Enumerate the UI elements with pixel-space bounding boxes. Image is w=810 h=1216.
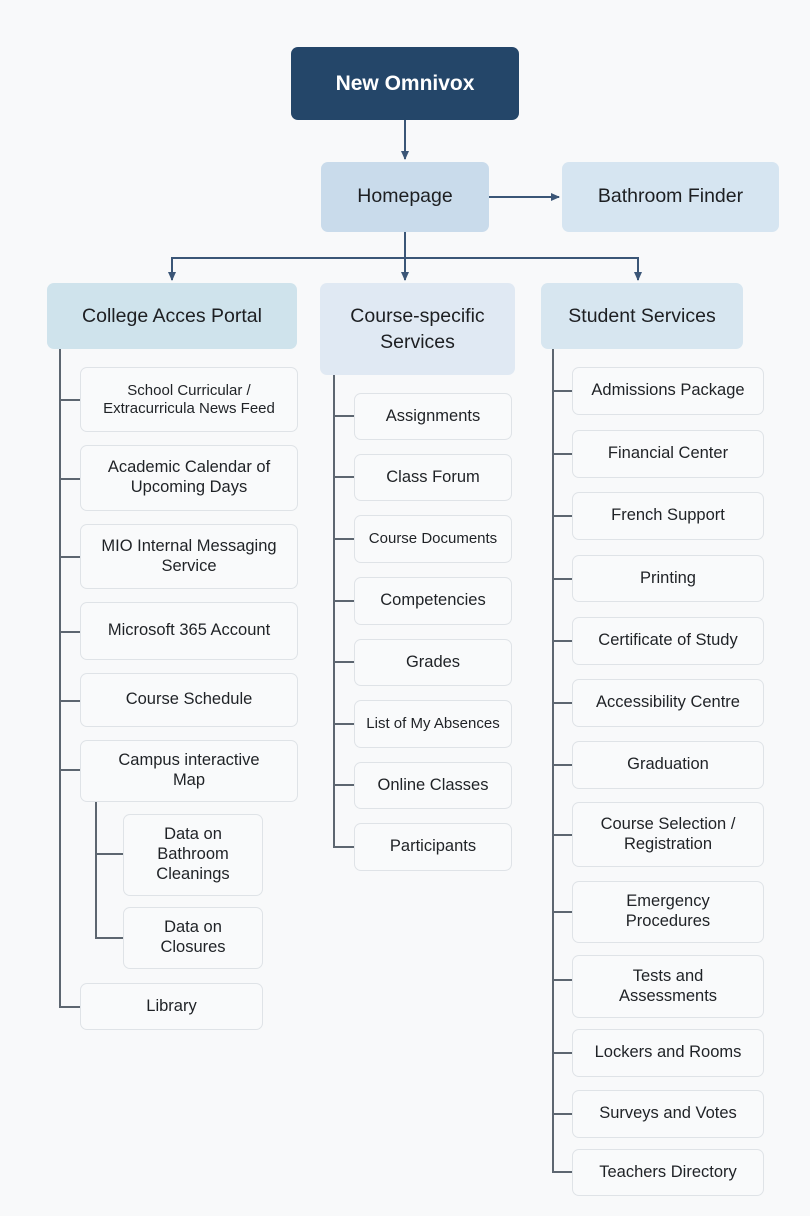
leaf-financial-center[interactable]: Financial Center	[572, 430, 764, 478]
leaf-academic-calendar[interactable]: Academic Calendar of Upcoming Days	[80, 445, 298, 511]
leaf-course-schedule[interactable]: Course Schedule	[80, 673, 298, 727]
leaf-assignments[interactable]: Assignments	[354, 393, 512, 440]
trunk-campus-map	[95, 802, 123, 939]
leaf-label: Data on Closures	[160, 918, 226, 956]
leaf-label: Course Documents	[368, 530, 498, 547]
leaf-microsoft-365[interactable]: Microsoft 365 Account	[80, 602, 298, 660]
category-label: Student Services	[568, 304, 716, 327]
category-label: Course-specific Services	[350, 304, 485, 353]
leaf-tests-and-assessments[interactable]: Tests and Assessments	[572, 955, 764, 1018]
leaf-label: French Support	[611, 506, 725, 525]
leaf-label: Campus interactive Map	[118, 751, 260, 789]
leaf-participants[interactable]: Participants	[354, 823, 512, 871]
leaf-label: Course Selection / Registration	[600, 814, 736, 853]
leaf-label: Tests and Assessments	[618, 966, 718, 1005]
leaf-french-support[interactable]: French Support	[572, 492, 764, 540]
leaf-label: Financial Center	[607, 444, 729, 463]
leaf-news-feed[interactable]: School Curricular / Extracurricula News …	[80, 367, 298, 432]
leaf-label: Academic Calendar of Upcoming Days	[107, 458, 271, 496]
category-college-access-portal[interactable]: College Acces Portal	[47, 283, 297, 349]
leaf-teachers-directory[interactable]: Teachers Directory	[572, 1149, 764, 1196]
leaf-label: Online Classes	[377, 775, 489, 794]
leaf-label: Microsoft 365 Account	[107, 621, 271, 640]
leaf-label: School Curricular / Extracurricula News …	[103, 381, 275, 417]
leaf-label: Admissions Package	[591, 381, 745, 400]
trunk-student-services	[552, 349, 572, 1173]
leaf-grades[interactable]: Grades	[354, 639, 512, 686]
leaf-campus-map[interactable]: Campus interactive Map	[80, 740, 298, 802]
leaf-label: Printing	[640, 568, 696, 587]
leaf-admissions-package[interactable]: Admissions Package	[572, 367, 764, 415]
leaf-class-forum[interactable]: Class Forum	[354, 454, 512, 501]
leaf-graduation[interactable]: Graduation	[572, 741, 764, 789]
leaf-label: Data on Bathroom Cleanings	[156, 825, 230, 883]
leaf-label: List of My Absences	[366, 715, 500, 732]
leaf-label: Class Forum	[386, 467, 480, 486]
leaf-closures[interactable]: Data on Closures	[123, 907, 263, 969]
leaf-label: Grades	[405, 652, 461, 671]
leaf-course-selection[interactable]: Course Selection / Registration	[572, 802, 764, 867]
leaf-accessibility-centre[interactable]: Accessibility Centre	[572, 679, 764, 727]
leaf-label: Assignments	[385, 406, 481, 425]
leaf-library[interactable]: Library	[80, 983, 263, 1030]
category-student-services[interactable]: Student Services	[541, 283, 743, 349]
leaf-label: MIO Internal Messaging Service	[101, 536, 277, 575]
node-bathroom-finder[interactable]: Bathroom Finder	[562, 162, 779, 232]
leaf-certificate-of-study[interactable]: Certificate of Study	[572, 617, 764, 665]
leaf-lockers-and-rooms[interactable]: Lockers and Rooms	[572, 1029, 764, 1077]
leaf-label: Graduation	[627, 755, 709, 774]
leaf-course-documents[interactable]: Course Documents	[354, 515, 512, 563]
leaf-label: Accessibility Centre	[596, 693, 740, 712]
leaf-bathroom-cleanings[interactable]: Data on Bathroom Cleanings	[123, 814, 263, 896]
leaf-surveys-and-votes[interactable]: Surveys and Votes	[572, 1090, 764, 1138]
leaf-label: Library	[146, 996, 197, 1015]
root-node-label: New Omnivox	[335, 71, 475, 95]
leaf-label: Teachers Directory	[599, 1162, 737, 1181]
node-homepage[interactable]: Homepage	[321, 162, 489, 232]
leaf-mio-messaging[interactable]: MIO Internal Messaging Service	[80, 524, 298, 589]
leaf-competencies[interactable]: Competencies	[354, 577, 512, 625]
leaf-printing[interactable]: Printing	[572, 555, 764, 602]
trunk-course-services	[333, 375, 354, 848]
leaf-label: Emergency Procedures	[625, 892, 711, 930]
leaf-label: Course Schedule	[125, 690, 253, 709]
leaf-label: Certificate of Study	[598, 631, 738, 650]
leaf-emergency-procedures[interactable]: Emergency Procedures	[572, 881, 764, 943]
leaf-label: Lockers and Rooms	[594, 1043, 742, 1062]
leaf-label: Participants	[389, 837, 477, 856]
category-course-specific-services[interactable]: Course-specific Services	[320, 283, 515, 375]
trunk-college-portal	[59, 349, 80, 1008]
leaf-online-classes[interactable]: Online Classes	[354, 762, 512, 809]
root-node-new-omnivox[interactable]: New Omnivox	[291, 47, 519, 120]
leaf-list-of-absences[interactable]: List of My Absences	[354, 700, 512, 748]
leaf-label: Competencies	[380, 591, 486, 610]
category-label: College Acces Portal	[82, 304, 262, 327]
leaf-label: Surveys and Votes	[599, 1104, 737, 1123]
bathroom-finder-label: Bathroom Finder	[597, 185, 744, 208]
homepage-label: Homepage	[357, 185, 453, 208]
